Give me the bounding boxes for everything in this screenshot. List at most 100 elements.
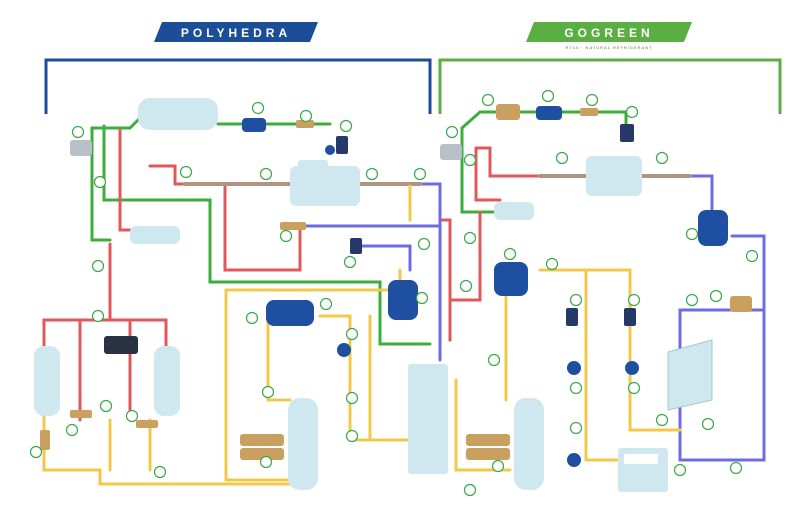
sight-glass-right-top	[580, 108, 598, 116]
polyhedra-logo-text: POLYHEDRA	[181, 26, 291, 40]
tag-marker	[279, 229, 293, 243]
tag-marker	[555, 151, 569, 165]
tag-marker	[481, 93, 495, 107]
tag-marker	[627, 293, 641, 307]
tag-marker	[179, 165, 193, 179]
tag-marker	[503, 247, 517, 261]
evaporator-right-coil	[667, 339, 713, 411]
tag-marker	[91, 309, 105, 323]
tag-marker	[729, 461, 743, 475]
sight-glass-left-mid	[337, 343, 351, 357]
tag-marker	[463, 483, 477, 497]
pressure-regulator-left	[104, 336, 138, 354]
tag-marker	[245, 311, 259, 325]
filter-drier-right-mid	[494, 262, 528, 296]
tag-marker	[627, 381, 641, 395]
tag-marker	[685, 227, 699, 241]
receiver-tank-right-bottom	[514, 398, 544, 490]
tag-marker	[343, 255, 357, 269]
expansion-valve-left	[70, 140, 92, 156]
condenser-left-center	[408, 364, 448, 474]
ball-valve-left-mid	[280, 222, 306, 230]
tag-marker	[491, 459, 505, 473]
evaporator-left-b	[154, 346, 180, 416]
sight-glass-right-b	[625, 361, 639, 375]
tag-marker	[319, 297, 333, 311]
ball-valve-right-mid	[730, 296, 752, 312]
tag-marker	[463, 231, 477, 245]
tag-marker	[91, 259, 105, 273]
tag-marker	[459, 279, 473, 293]
tag-marker	[569, 293, 583, 307]
liquid-receiver-left-small	[130, 226, 180, 244]
sight-glass-left-top	[296, 120, 314, 128]
liquid-receiver-right-small	[494, 202, 534, 220]
tag-marker	[709, 289, 723, 303]
filter-drier-right-top	[536, 106, 562, 120]
tag-marker	[417, 237, 431, 251]
evaporator-left-a	[34, 346, 60, 416]
solenoid-valve-left-mid	[350, 238, 362, 254]
tag-marker	[487, 353, 501, 367]
solenoid-valve-right-b	[624, 308, 636, 326]
tag-marker	[251, 101, 265, 115]
tag-marker	[299, 109, 313, 123]
component-tag-markers	[29, 89, 759, 497]
tag-marker	[339, 119, 353, 133]
tag-marker	[125, 409, 139, 423]
tag-marker	[29, 445, 43, 459]
filter-drier-left-mid	[388, 280, 418, 320]
ball-valve-group-right-bottom	[466, 434, 510, 460]
ball-valve-group-left-bottom	[240, 434, 284, 460]
tag-marker	[93, 175, 107, 189]
display-case-right	[618, 448, 668, 492]
oil-separator-left	[266, 300, 314, 326]
gogreen-logo: GOGREEN R744 · NATURAL REFRIGERANT	[526, 22, 692, 50]
tag-marker	[259, 455, 273, 469]
tag-marker	[345, 391, 359, 405]
solenoid-valve-left-top	[325, 136, 348, 155]
tag-marker	[259, 167, 273, 181]
tag-marker	[153, 465, 167, 479]
compressor-right	[586, 156, 642, 196]
tag-marker	[463, 153, 477, 167]
gogreen-section-bracket	[438, 58, 782, 114]
tag-marker	[541, 89, 555, 103]
tag-marker	[345, 429, 359, 443]
sight-glass-right-c	[567, 453, 581, 467]
tag-marker	[585, 93, 599, 107]
polyhedra-section-bracket	[44, 58, 432, 114]
polyhedra-logo: POLYHEDRA	[154, 22, 318, 42]
tag-marker	[65, 423, 79, 437]
tag-marker	[365, 167, 379, 181]
compressor-left	[290, 160, 360, 206]
tag-marker	[685, 293, 699, 307]
tag-marker	[655, 151, 669, 165]
expansion-valve-right	[440, 144, 462, 160]
tag-marker	[445, 125, 459, 139]
gogreen-tagline: R744 · NATURAL REFRIGERANT	[565, 45, 652, 50]
filter-drier-left-top	[242, 118, 266, 132]
tag-marker	[99, 399, 113, 413]
right-piping	[448, 110, 766, 472]
tag-marker	[655, 413, 669, 427]
tag-marker	[745, 249, 759, 263]
tag-marker	[673, 463, 687, 477]
gogreen-logo-text: GOGREEN	[564, 26, 653, 40]
tag-marker	[345, 327, 359, 341]
tag-marker	[569, 421, 583, 435]
expansion-valve-left-bottom	[40, 410, 158, 450]
tag-marker	[545, 257, 559, 271]
tag-marker	[625, 105, 639, 119]
oil-separator-right	[698, 210, 728, 246]
tag-marker	[71, 125, 85, 139]
tag-marker	[415, 291, 429, 305]
receiver-tank-top-left	[138, 98, 218, 130]
solenoid-valve-right-a	[566, 308, 578, 326]
tag-marker	[413, 167, 427, 181]
tag-marker	[261, 385, 275, 399]
tag-marker	[569, 381, 583, 395]
ball-valve-right-top	[496, 104, 520, 120]
solenoid-valve-right-top	[620, 124, 634, 142]
tag-marker	[701, 417, 715, 431]
